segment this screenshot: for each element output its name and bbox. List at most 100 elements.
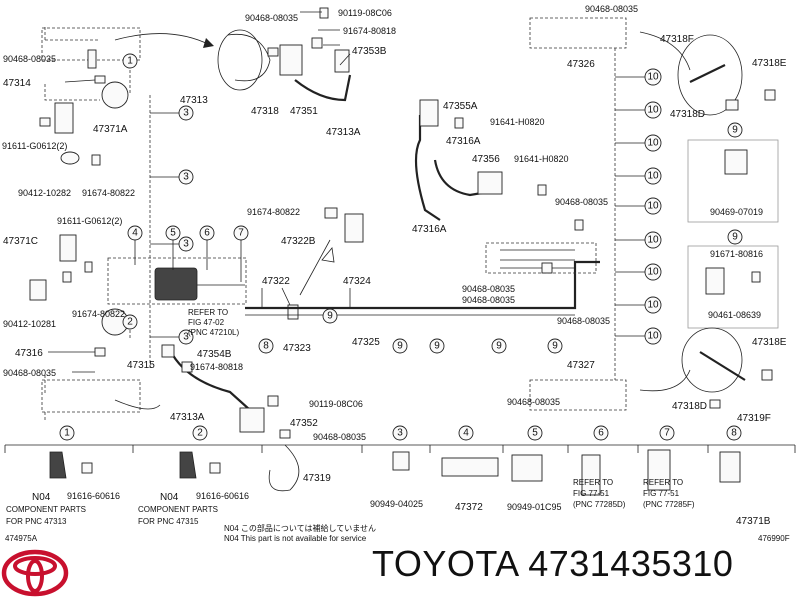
svg-text:10: 10 bbox=[647, 300, 659, 311]
part-47318E-b-shape bbox=[761, 369, 773, 381]
legend-7-bracket bbox=[647, 449, 671, 491]
legend-4-clip bbox=[441, 457, 499, 477]
legend-callout-5: 5 bbox=[527, 425, 543, 441]
callout-10-i: 10 bbox=[644, 327, 662, 345]
label-91611-a: 91611-G0612(2) bbox=[2, 141, 67, 151]
part-91611-shape-a bbox=[39, 117, 51, 127]
svg-text:10: 10 bbox=[647, 201, 659, 212]
callout-9-a: 9 bbox=[322, 308, 338, 324]
svg-text:1: 1 bbox=[64, 428, 70, 439]
svg-text:5: 5 bbox=[532, 428, 538, 439]
main-brake-pipe bbox=[245, 260, 600, 310]
label-90468-top: 90468-08035 bbox=[245, 13, 298, 23]
part-90412-shape-b bbox=[29, 279, 47, 301]
wheel-housing-lower bbox=[41, 379, 141, 413]
svg-text:10: 10 bbox=[647, 138, 659, 149]
arrow-curve-2 bbox=[114, 399, 161, 410]
label-90119-top: 90119-08C06 bbox=[338, 8, 392, 18]
svg-text:10: 10 bbox=[647, 105, 659, 116]
svg-text:3: 3 bbox=[397, 428, 403, 439]
part-91674-shape-a bbox=[91, 154, 101, 166]
label-47371C: 47371C bbox=[3, 236, 38, 247]
callout-4: 4 bbox=[127, 225, 143, 241]
label-47322: 47322 bbox=[262, 276, 290, 287]
svg-text:9: 9 bbox=[327, 311, 333, 322]
clip-shape-a bbox=[541, 262, 553, 274]
part-47352-shape bbox=[239, 407, 265, 433]
label-47326: 47326 bbox=[567, 59, 595, 70]
part-90461-shape bbox=[705, 267, 725, 295]
clip-assembly-area bbox=[485, 242, 597, 274]
label-90468-tl: 90468-08035 bbox=[3, 54, 56, 64]
part-90412-shape-a bbox=[60, 151, 80, 165]
legend-6-refer-2: FIG 77-51 bbox=[573, 489, 610, 498]
svg-text:10: 10 bbox=[647, 267, 659, 278]
arrow-head-1 bbox=[203, 38, 214, 48]
legend-callout-6: 6 bbox=[593, 425, 609, 441]
svg-text:9: 9 bbox=[552, 341, 558, 352]
legend-1-bolt bbox=[81, 462, 93, 474]
part-91674-shape-b bbox=[62, 271, 72, 283]
detail-box-9b bbox=[687, 245, 779, 329]
part-90469-shape bbox=[724, 149, 748, 175]
wheel-housing-upper-right bbox=[529, 17, 627, 49]
part-91674-mid-shape bbox=[324, 207, 338, 219]
label-90412-b: 90412-10281 bbox=[3, 319, 56, 329]
callout-10-a: 10 bbox=[644, 68, 662, 86]
label-47318F: 47318F bbox=[660, 34, 694, 45]
legend-5-part: 90949-01C95 bbox=[507, 502, 562, 512]
part-47319-hose bbox=[268, 444, 300, 492]
brand-part-number: 4731435310 bbox=[528, 543, 734, 584]
svg-text:4: 4 bbox=[463, 428, 469, 439]
brand-name: TOYOTA bbox=[372, 543, 518, 584]
footnote-english: N04 This part is not available for servi… bbox=[224, 534, 367, 543]
part-47351-shape bbox=[279, 44, 303, 76]
part-90119-bot-shape bbox=[267, 395, 279, 407]
callout-10-b: 10 bbox=[644, 101, 662, 119]
legend-1-note-1: COMPONENT PARTS bbox=[6, 505, 86, 514]
label-47324: 47324 bbox=[343, 276, 371, 287]
label-47353B: 47353B bbox=[352, 46, 387, 57]
callout-3-a: 3 bbox=[178, 105, 194, 121]
svg-text:3: 3 bbox=[183, 332, 189, 343]
label-47371A: 47371A bbox=[93, 124, 128, 135]
label-90468-br: 90468-08035 bbox=[507, 397, 560, 407]
callout-10-g: 10 bbox=[644, 263, 662, 281]
part-47318E-shape bbox=[764, 89, 776, 101]
label-90468-r1: 90468-08035 bbox=[555, 197, 608, 207]
svg-text:9: 9 bbox=[732, 232, 738, 243]
label-47325: 47325 bbox=[352, 337, 380, 348]
label-91674-80818-mid: 91674-80818 bbox=[190, 362, 243, 372]
arrow-up-to-47322B bbox=[299, 239, 335, 296]
label-90469: 90469-07019 bbox=[710, 207, 763, 217]
legend-2-note-1: COMPONENT PARTS bbox=[138, 505, 218, 514]
part-47318D-top-shape bbox=[725, 99, 739, 111]
label-90412-a: 90412-10282 bbox=[18, 188, 71, 198]
callout-5: 5 bbox=[165, 225, 181, 241]
legend-ticks bbox=[4, 445, 796, 453]
callout-10-e: 10 bbox=[644, 197, 662, 215]
label-91674-80818-top: 91674-80818 bbox=[343, 26, 396, 36]
svg-text:9: 9 bbox=[397, 341, 403, 352]
legend-3-part: 90949-04025 bbox=[370, 499, 423, 509]
label-90119-bot: 90119-08C06 bbox=[309, 399, 363, 409]
legend-2-bracket bbox=[179, 451, 197, 479]
svg-text:3: 3 bbox=[183, 239, 189, 250]
svg-text:2: 2 bbox=[197, 428, 203, 439]
master-cylinder-shape bbox=[154, 267, 198, 301]
label-91641-a: 91641-H0820 bbox=[490, 117, 545, 127]
callout-10-d: 10 bbox=[644, 167, 662, 185]
part-90119-top-shape bbox=[319, 7, 329, 19]
label-91611-b: 91611-G0612(2) bbox=[57, 216, 122, 226]
part-47319F-hose bbox=[699, 351, 746, 381]
part-47316A-pipe-a bbox=[414, 115, 441, 221]
legend-3-clip bbox=[392, 451, 410, 471]
label-refer-b: FIG 47-02 bbox=[188, 318, 225, 327]
callout-9-e: 9 bbox=[547, 338, 563, 354]
brand-part-title: TOYOTA 4731435310 bbox=[372, 543, 733, 585]
label-90468-r4: 90468-08035 bbox=[557, 316, 610, 326]
legend-6-refer-3: (PNC 77285D) bbox=[573, 500, 626, 509]
callout-3-leaders bbox=[150, 112, 179, 338]
callout-4-7-leaders bbox=[134, 240, 242, 282]
